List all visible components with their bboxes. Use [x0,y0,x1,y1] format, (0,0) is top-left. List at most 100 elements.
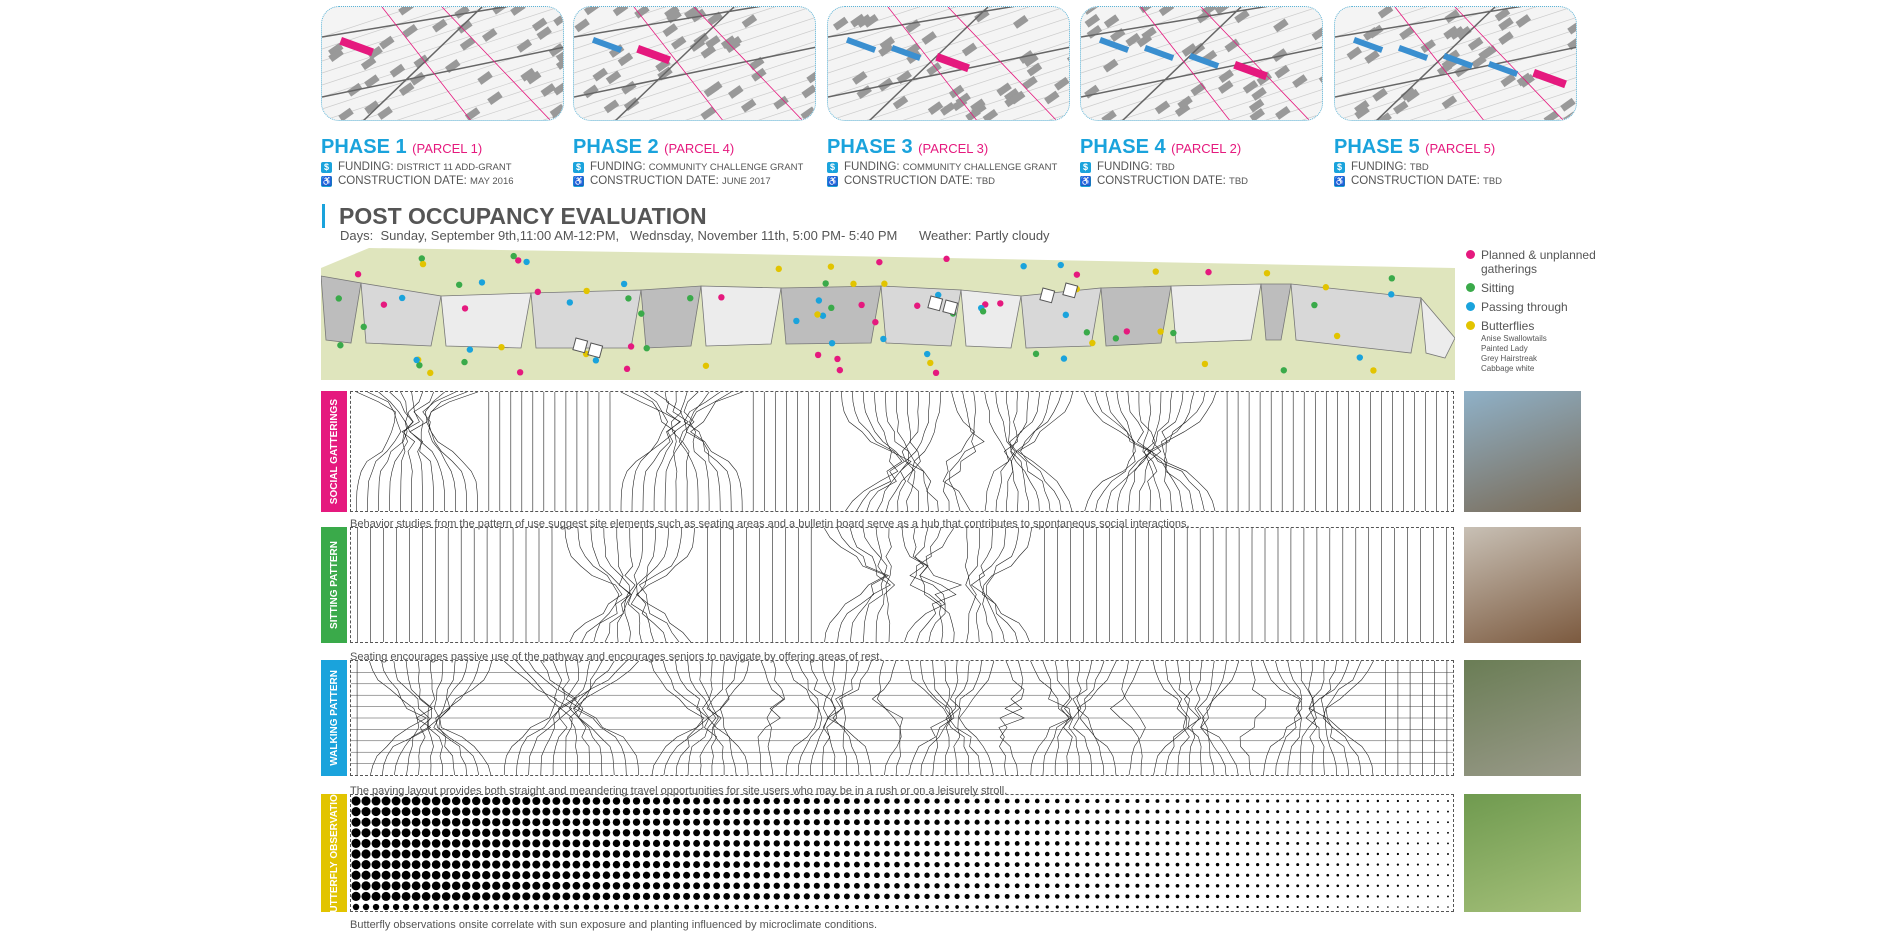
phase-number: PHASE 3 [827,136,913,158]
butterfly-dot [603,808,611,816]
butterfly-dot [673,850,680,857]
butterfly-dot [1397,853,1399,855]
butterfly-dot [1206,873,1210,877]
butterfly-dot [633,808,640,815]
butterfly-dot [1367,863,1369,865]
butterfly-dot [462,892,470,900]
butterfly-dot [361,871,370,880]
butterfly-dot [844,872,850,878]
row-label: WALKING PATTERN [321,660,347,776]
butterfly-dot [864,883,870,889]
butterfly-dot [1125,863,1129,867]
butterfly-dot [1166,820,1170,824]
observation-dot [1113,335,1119,341]
butterfly-dot [1256,821,1259,824]
butterfly-dot [402,807,411,816]
butterfly-dot [1166,906,1169,909]
butterfly-dot [1397,832,1399,834]
butterfly-dot [1156,799,1160,803]
butterfly-dot [532,818,540,826]
butterfly-dot [442,850,451,859]
butterfly-dot [1286,853,1289,856]
butterfly-dot [522,861,530,869]
butterfly-dot [1407,864,1409,866]
bench-icon [588,343,603,358]
butterfly-dot [764,808,770,814]
butterfly-dot [583,829,591,837]
butterfly-dot [753,893,760,900]
butterfly-dot [653,850,660,857]
butterfly-dot [372,818,381,827]
butterfly-dot [1085,820,1089,824]
butterfly-dot [774,819,780,825]
butterfly-dot [934,830,939,835]
observation-dot [927,360,933,366]
observation-dot [1281,367,1287,373]
butterfly-dot [462,839,470,847]
butterfly-dot [1367,810,1369,812]
butterfly-dot [965,809,970,814]
phase-parcel: (PARCEL 1) [412,141,482,156]
butterfly-dot [1336,810,1339,813]
butterfly-dot [1095,884,1099,888]
butterfly-dot [1437,800,1439,802]
butterfly-dot [613,850,620,857]
date-label: CONSTRUCTION DATE: [844,175,973,187]
butterfly-dot [954,830,959,835]
butterfly-dot [552,839,560,847]
butterfly-dot [1397,895,1399,897]
butterfly-dot [733,819,740,826]
butterfly-dot [1045,894,1050,899]
butterfly-dot [1176,831,1180,835]
butterfly-dot [1136,906,1139,909]
butterfly-dot [462,807,470,815]
funding-label: FUNDING: [1097,161,1153,173]
butterfly-dot [693,840,700,847]
phase-map-thumbnail [573,6,816,121]
butterfly-dot [1186,884,1190,888]
butterfly-dot [351,807,360,816]
butterfly-dot [664,905,669,910]
butterfly-dot [944,851,949,856]
butterfly-dot [924,883,929,888]
butterfly-dot [1196,884,1200,888]
butterfly-dot [985,873,990,878]
butterfly-dot [442,807,451,816]
butterfly-dot [1236,906,1238,908]
butterfly-dot [1196,799,1200,803]
butterfly-dot [854,840,860,846]
butterfly-dot [633,872,640,879]
butterfly-dot [795,905,799,909]
butterfly-dot [372,839,381,848]
paving-parcel [1171,284,1261,343]
butterfly-dot [1226,821,1229,824]
trace-line [920,528,954,642]
butterfly-dot [814,893,820,899]
butterfly-dot [1186,820,1190,824]
phase-number: PHASE 1 [321,136,407,158]
date-value: MAY 2016 [470,176,513,187]
phase-info: PHASE 3 (PARCEL 3) $FUNDING: COMMUNITY C… [827,136,1077,187]
butterfly-dot [925,905,929,909]
butterfly-dot [1166,863,1170,867]
butterfly-dot [422,881,431,890]
butterfly-dot [683,819,690,826]
butterfly-dot [1286,810,1289,813]
butterfly-dot [442,871,451,880]
butterfly-dot [713,829,720,836]
butterfly-dot [663,829,670,836]
butterfly-dot [1326,810,1329,813]
butterfly-dot [854,819,860,825]
butterfly-dot [643,882,650,889]
trace-line [876,528,895,642]
trace-line [1084,392,1135,511]
butterfly-dot [1196,820,1200,824]
butterfly-dot [643,829,650,836]
butterfly-dot [623,797,630,804]
butterfly-dot [965,841,970,846]
butterfly-dot [1417,821,1419,823]
butterfly-dot [673,872,680,879]
butterfly-dot [1387,800,1389,802]
butterfly-dot [1407,842,1409,844]
butterfly-dot [794,819,800,825]
